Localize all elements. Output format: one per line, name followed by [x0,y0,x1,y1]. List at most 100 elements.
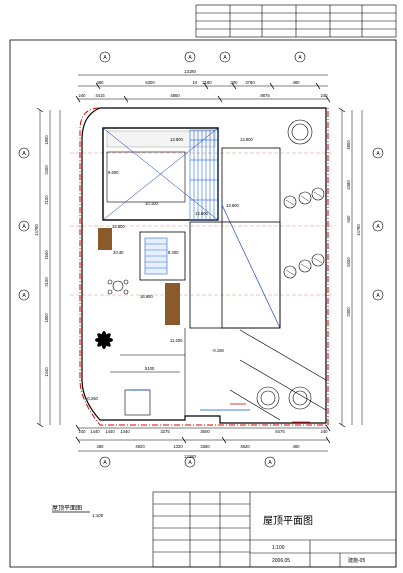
dim-top-5: 300 [231,80,239,85]
sheet-border [9,39,397,568]
axis-label-right-2: A [376,224,380,230]
axis-label-top-3: A [223,55,227,61]
dim-bottom-1-7: 8475 [275,429,285,434]
property-boundary [79,107,329,426]
dim-bottom-2-2: 4920 [135,444,145,449]
roof-skylight [106,130,216,148]
title-block [152,491,397,568]
dim-bottom-1-1: 240 [79,429,87,434]
dim-top-4: 2180 [202,80,212,85]
dim-left-2: 2400 [44,165,49,175]
dim-left-1: 1800 [44,135,49,145]
level-stair: 8.300 [168,250,179,255]
roof-inner-right [189,221,281,329]
level-upper-roof: 13.800 [170,137,183,142]
axis-label-top-4: A [298,55,302,61]
level-slab-1: 11.200 [170,338,183,343]
dim-bottom-2-6: 480 [293,444,301,449]
dim-top-7: 480 [293,80,301,85]
mid-roof-right [221,147,281,329]
level-small-roof: 13.600 [195,211,208,216]
dimension-lines [39,74,363,452]
dim-second-5: 240 [321,93,329,98]
dim-bottom-1-2: 1440 [90,429,100,434]
axis-bubbles-left [18,147,30,301]
dim-right-2: 4380 [346,180,351,190]
dim-right-5: 2300 [346,307,351,317]
axis-bubbles-right [372,147,384,301]
axis-grid-lines [70,152,332,296]
dim-bottom-1-3: 1440 [105,429,115,434]
level-terrace: 16.950 [140,294,153,299]
axis-label-right-3: A [376,293,380,299]
dim-entry-width: 5100 [145,366,155,371]
level-mid-roof: 9.600 [108,170,119,175]
level-pool-deck: 20.40 [113,250,124,255]
dim-bottom-1-8: 240 [321,429,329,434]
brown-walls [98,228,180,325]
mid-roof-diagonal [221,204,281,329]
axis-label-top-2: A [188,55,192,61]
title-block-scale: 1:100 [272,545,285,551]
axis-label-left-2: A [22,224,26,230]
dim-left-6: 1800 [44,313,49,323]
axis-bubbles-top [99,51,306,63]
dim-right-3: 600 [346,215,351,223]
dim-top-3: 10 [193,80,198,85]
dim-bottom-2-4: 3360 [200,444,210,449]
dim-right-4: 5400 [346,257,351,267]
dim-top-1: 480 [97,80,105,85]
dim-bottom-2-5: 4920 [240,444,250,449]
axis-label-left-3: A [22,293,26,299]
level-stair-top: 13.600 [112,224,125,229]
table-symbol [107,279,129,295]
dim-overall-right: 14780 [356,224,361,236]
dim-bottom-1-4: 1440 [120,429,130,434]
red-accents [230,403,310,423]
axis-label-bottom-2: A [188,460,192,466]
plant-symbol [95,331,113,349]
dim-bottom-1-6: 3600 [200,429,210,434]
dim-bottom-2-1: 480 [97,444,105,449]
dim-top-6: 3760 [245,80,255,85]
level-upper-roof-2: 13.800 [240,137,253,142]
upper-roof-inner [106,151,186,203]
dimension-ticks [36,82,346,444]
dim-right-1: 4800 [346,140,351,150]
dim-top-2: 6300 [145,80,155,85]
title-block-date: 2006.05 [272,558,290,564]
title-block-drawing-name: 屋顶平面图 [263,515,313,527]
axis-label-top-1: A [103,55,107,61]
plan-title: 屋顶平面图 [52,505,82,512]
dim-left-7: 1440 [44,367,49,377]
axis-label-bottom-3: A [268,460,272,466]
roof-diagonals [102,127,219,221]
level-ground-2: -0.250 [86,396,99,401]
stair-treads [145,243,167,269]
tree-hatching [285,191,323,276]
dim-bottom-2-3: 1320 [173,444,183,449]
tree-symbols [256,119,325,410]
glazed-canopy [189,129,219,221]
lower-section-lines [110,328,327,421]
level-room: 13.600 [226,203,239,208]
axis-label-right-1: A [376,151,380,157]
dim-second-3: 4860 [170,93,180,98]
dimension-texts-vertical: 14780 1800 2400 2100 1500 2100 1800 1440… [34,135,361,377]
header-grid [195,4,397,38]
dim-second-4: 8875 [260,93,270,98]
blue-accents [130,389,250,411]
axis-label-bottom-1: A [103,460,107,466]
dim-left-3: 2100 [44,195,49,205]
level-mid-roof-2: 10.100 [145,201,158,206]
axis-bubbles-bottom [99,456,276,468]
dim-second-1: 240 [79,93,87,98]
dim-bottom-1-5: 3275 [160,429,170,434]
dim-left-5: 2100 [44,277,49,287]
dim-overall-bottom: 13180 [184,454,196,459]
building-outline [81,107,327,424]
level-ground: -0.150 [212,348,225,353]
title-block-sheet-no: 建施-05 [348,557,365,564]
plan-scale: 1:100 [92,513,104,518]
dim-overall-top: 13180 [184,69,196,74]
